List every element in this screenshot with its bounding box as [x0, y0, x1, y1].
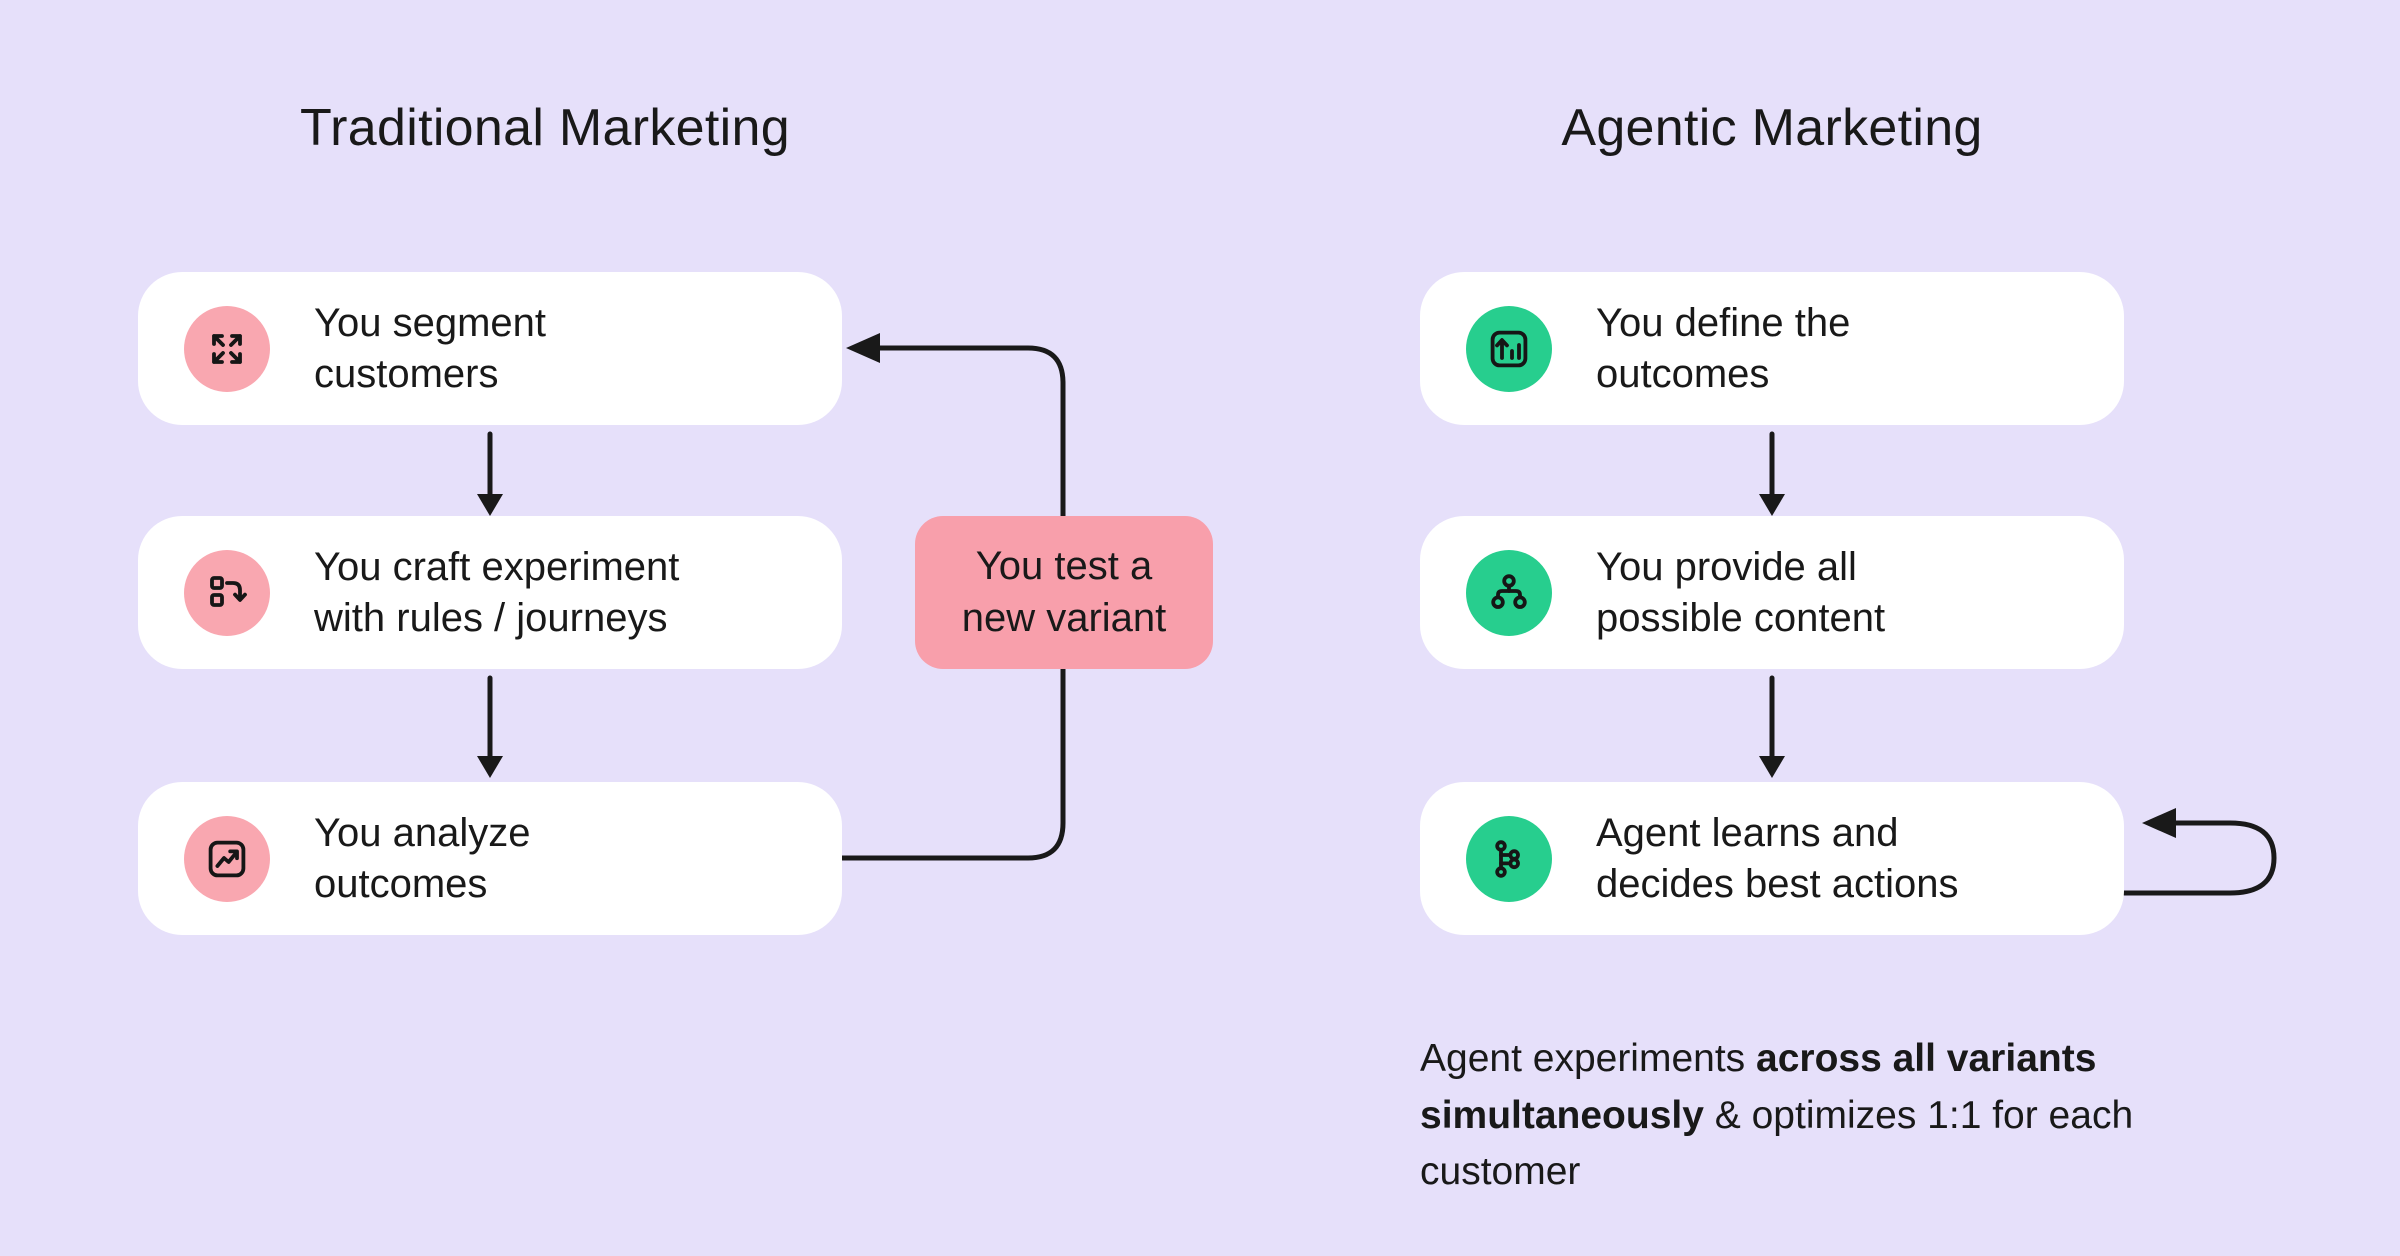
- agent-decision-icon: [1466, 815, 1552, 902]
- left-column-title: Traditional Marketing: [300, 99, 790, 157]
- test-new-variant-box: You test a new variant: [915, 516, 1213, 669]
- down-arrow-head: [477, 756, 503, 778]
- down-arrow-head: [1759, 494, 1785, 516]
- traditional-step-card-craft: You craft experiment with rules / journe…: [138, 516, 842, 669]
- down-arrow-head: [477, 494, 503, 516]
- agentic-step-card-content: You provide all possible content: [1420, 516, 2124, 669]
- self-loop-arrow-head: [2142, 808, 2176, 838]
- caption-text: & optimizes 1:1 for each customer: [1420, 1093, 2134, 1194]
- feedback-loop-arrow-head: [846, 333, 880, 363]
- caption-text: Agent experiments: [1420, 1037, 1757, 1080]
- content-tree-icon: [1466, 549, 1552, 636]
- step-label: You analyze outcomes: [314, 811, 531, 906]
- caption-text-bold: across all variants simultaneously: [1420, 1037, 2097, 1137]
- step-label: Agent learns and decides best actions: [1596, 811, 1959, 906]
- down-arrow-head: [1759, 756, 1785, 778]
- analyze-chart-icon: [184, 815, 270, 902]
- agentic-caption: Agent experiments across all variants si…: [1420, 1031, 2170, 1201]
- step-label: You segment customers: [314, 301, 547, 396]
- step-label: You provide all possible content: [1596, 545, 1886, 640]
- traditional-step-card-segment: You segment customers: [138, 272, 842, 425]
- agentic-step-card-define: You define the outcomes: [1420, 272, 2124, 425]
- agentic-step-card-agent: Agent learns and decides best actions: [1420, 782, 2124, 935]
- step-label: You craft experiment with rules / journe…: [314, 545, 680, 640]
- traditional-step-card-analyze: You analyze outcomes: [138, 782, 842, 935]
- segment-arrows-icon: [184, 305, 270, 392]
- rules-journeys-icon: [184, 549, 270, 636]
- self-loop-connector: [2121, 820, 2277, 896]
- step-label: You define the outcomes: [1596, 301, 1851, 396]
- right-column-title: Agentic Marketing: [1561, 99, 1983, 157]
- define-outcomes-icon: [1466, 305, 1552, 392]
